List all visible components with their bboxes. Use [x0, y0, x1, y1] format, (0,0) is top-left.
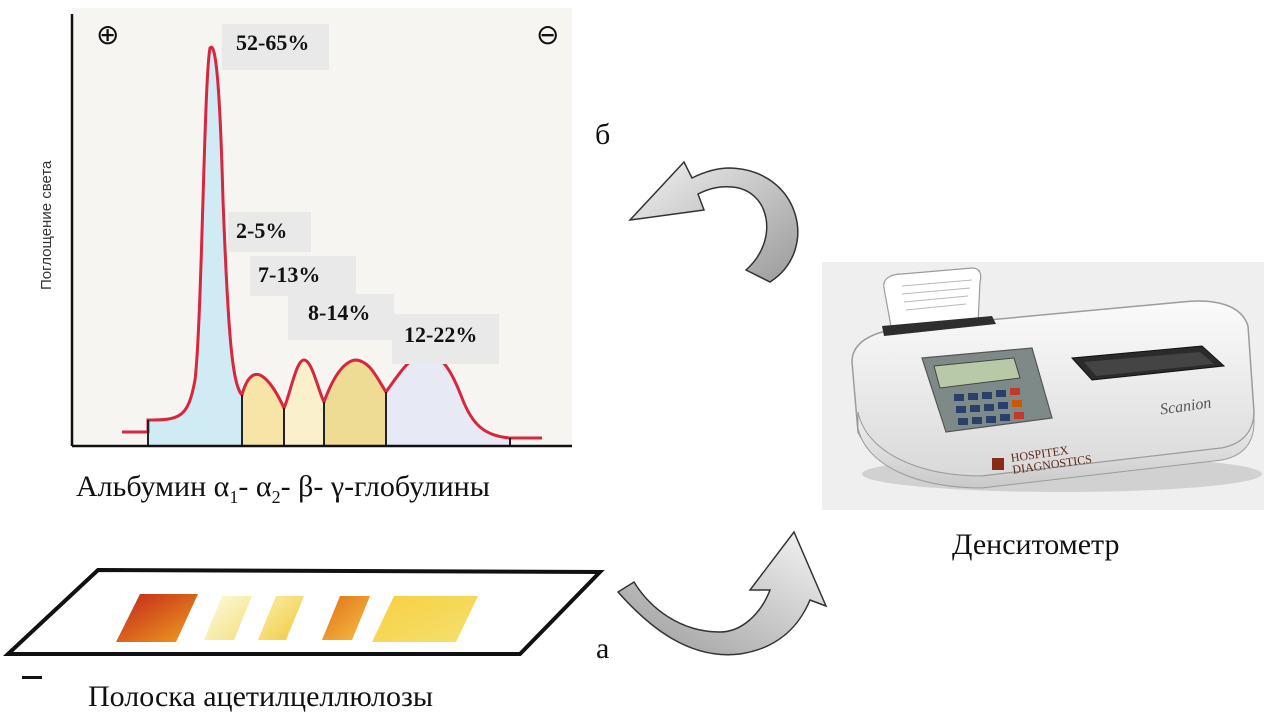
label-b: б [595, 118, 611, 151]
fractions-caption-prefix: Альбумин α [76, 470, 230, 503]
fractions-caption: Альбумин α1- α2- β- γ-глобулины [76, 470, 490, 508]
beta-fill [324, 360, 386, 446]
strip-outline [2, 567, 605, 656]
alpha1-fill [242, 374, 284, 446]
alpha1-subscript: 1 [229, 487, 239, 507]
albumin-percent-label: 52-65% [222, 24, 330, 70]
strip-caption: Полоска ацетилцеллюлозы [88, 680, 434, 713]
alpha2-subscript: 2 [271, 487, 281, 507]
electropherogram-chart [60, 0, 580, 460]
fractions-caption-suffix: - β- γ-глобулины [280, 470, 490, 503]
alpha2-percent-label: 7-13% [250, 256, 357, 296]
gamma-band [372, 596, 478, 642]
alpha1-band [204, 596, 252, 640]
acetylcellulose-strip [2, 567, 605, 656]
arrow-to-densitometer [616, 530, 828, 656]
gamma-percent-label: 12-22% [392, 314, 500, 364]
beta-percent-label: 8-14% [288, 294, 395, 340]
y-axis-label: Поглощение света [38, 160, 55, 290]
densitometer-photo [822, 262, 1264, 510]
cathode-minus-icon: ⊖ [536, 18, 560, 51]
beta-band [322, 596, 370, 640]
densitometer-illustration [851, 267, 1262, 492]
cathode-mark [22, 676, 42, 679]
electropherogram-svg [70, 8, 572, 448]
alpha1-percent-label: 2-5% [228, 212, 312, 252]
densitometer-caption: Денситометр [952, 528, 1120, 561]
chart-background [72, 8, 572, 446]
gamma-fill [386, 354, 510, 446]
fraction-separators [147, 392, 511, 446]
fractions-caption-mid: - α [238, 470, 272, 503]
hospitex-logo-icon [992, 458, 1004, 470]
albumin-fill [148, 47, 242, 447]
keypad [954, 388, 1024, 425]
albumin-band [116, 594, 198, 642]
label-a: а [596, 632, 610, 665]
alpha2-band [258, 596, 304, 640]
arrow-to-chart [628, 160, 799, 283]
anode-plus-icon: ⊕ [96, 18, 120, 51]
label-mask [580, 100, 644, 158]
